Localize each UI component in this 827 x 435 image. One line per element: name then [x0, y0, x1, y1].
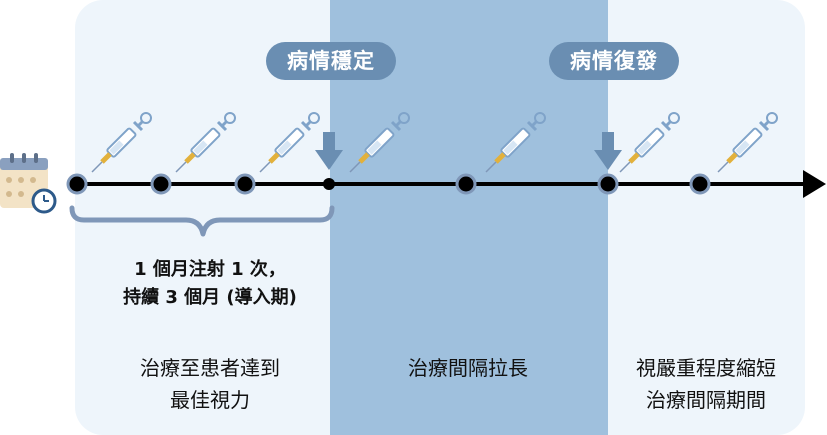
phase-label-induction: 治療至患者達到 最佳視力: [95, 352, 325, 416]
phase-label-shortening: 視嚴重程度縮短 治療間隔期間: [608, 352, 804, 416]
loading-note-line1: 1 個月注射 1 次，: [134, 259, 286, 280]
timeline-node: [689, 173, 711, 195]
timeline-node: [323, 178, 335, 190]
syringe-icon: [92, 113, 151, 172]
calendar-clock-icon: [0, 153, 57, 214]
phase-label-line1: 治療至患者達到: [140, 356, 280, 380]
timeline-arrowhead: [803, 170, 826, 198]
stable-marker-pill: 病情穩定: [266, 42, 396, 80]
timeline-node: [455, 173, 477, 195]
loading-note-line2: 持續 3 個月 (導入期): [123, 287, 297, 308]
loading-phase-note: 1 個月注射 1 次， 持續 3 個月 (導入期): [95, 256, 325, 312]
down-arrow-icon: [315, 132, 343, 170]
syringe-icon: [176, 113, 235, 172]
timeline-node: [234, 173, 256, 195]
syringe-icon: [620, 113, 679, 172]
syringe-icon: [260, 113, 319, 172]
phase-label-extension: 治療間隔拉長: [345, 352, 591, 384]
loading-phase-brace: [69, 205, 335, 237]
syringe-icon: [718, 113, 777, 172]
syringe-icon: [486, 113, 545, 172]
phase-label-line1: 治療間隔拉長: [408, 356, 528, 380]
syringe-icon: [350, 113, 409, 172]
down-arrow-icon: [594, 132, 622, 170]
timeline-node: [66, 173, 88, 195]
relapse-marker-pill: 病情復發: [549, 42, 679, 80]
timeline-node: [597, 173, 619, 195]
phase-label-line2: 最佳視力: [170, 388, 250, 412]
phase-label-line2: 治療間隔期間: [646, 388, 766, 412]
timeline-node: [150, 173, 172, 195]
phase-label-line1: 視嚴重程度縮短: [636, 356, 776, 380]
